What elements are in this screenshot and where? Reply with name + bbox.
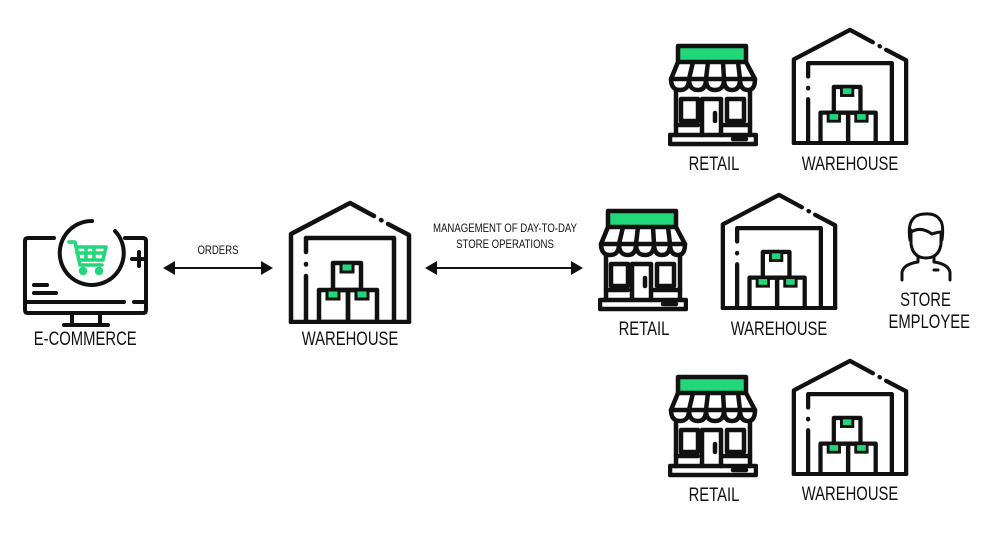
edge-label-line: STORE OPERATIONS bbox=[456, 237, 554, 251]
bidirectional-arrow-orders bbox=[163, 261, 273, 275]
node-label-line: STORE bbox=[900, 290, 951, 311]
node-label: E-COMMERCE bbox=[33, 329, 137, 350]
person-icon bbox=[900, 212, 952, 282]
bidirectional-arrow-management bbox=[425, 261, 583, 275]
node-label: WAREHOUSE bbox=[801, 484, 899, 505]
node-label: WAREHOUSE bbox=[801, 154, 899, 175]
warehouse-icon bbox=[717, 192, 841, 310]
store-icon bbox=[668, 374, 758, 478]
edge-label-management: MANAGEMENT OF DAY-TO-DAY STORE OPERATION… bbox=[425, 220, 585, 252]
edge-label-orders: ORDERS bbox=[197, 243, 239, 257]
node-retail-mid: RETAIL bbox=[598, 208, 690, 348]
node-retail-bottom: RETAIL bbox=[668, 374, 760, 514]
store-icon bbox=[668, 43, 758, 147]
node-warehouse-mid: WAREHOUSE bbox=[717, 192, 841, 352]
node-store-employee: STORE EMPLOYEE bbox=[878, 210, 973, 350]
warehouse-icon bbox=[788, 358, 912, 476]
warehouse-icon bbox=[288, 200, 412, 324]
node-label-line: EMPLOYEE bbox=[888, 312, 970, 333]
warehouse-icon bbox=[788, 27, 912, 145]
node-warehouse-bottom: WAREHOUSE bbox=[788, 358, 912, 518]
node-label: RETAIL bbox=[688, 485, 740, 506]
node-label: RETAIL bbox=[688, 154, 740, 175]
edge-label-line: MANAGEMENT OF DAY-TO-DAY bbox=[432, 221, 578, 235]
store-icon bbox=[598, 208, 688, 312]
node-warehouse-main: WAREHOUSE bbox=[288, 200, 412, 360]
node-label: WAREHOUSE bbox=[301, 329, 399, 350]
node-label: RETAIL bbox=[618, 319, 670, 340]
computer-cart-icon bbox=[23, 218, 148, 327]
node-ecommerce: E-COMMERCE bbox=[20, 205, 150, 360]
node-warehouse-top: WAREHOUSE bbox=[788, 27, 912, 187]
node-retail-top: RETAIL bbox=[668, 43, 760, 183]
node-label: STORE EMPLOYEE bbox=[888, 290, 970, 334]
node-label: WAREHOUSE bbox=[730, 319, 828, 340]
